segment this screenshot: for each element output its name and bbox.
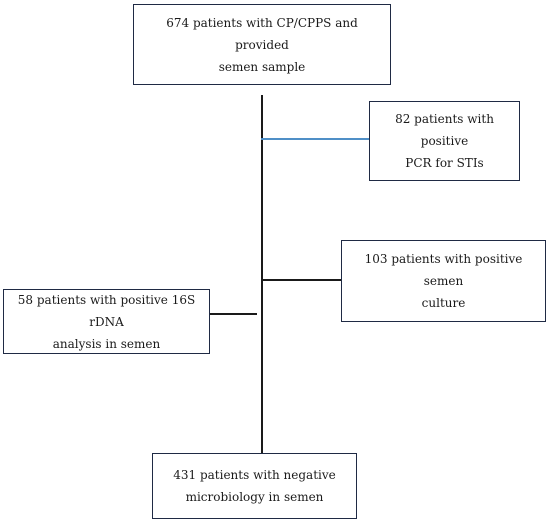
pcr-branch-connector: [261, 138, 370, 140]
total-patients-box: 674 patients with CP/CPPS and provided s…: [133, 4, 391, 85]
positive-pcr-label: 82 patients with positive PCR for STIs: [395, 112, 494, 170]
total-patients-label: 674 patients with CP/CPPS and provided s…: [166, 15, 358, 74]
positive-culture-label: 103 patients with positive semen culture: [364, 252, 523, 310]
main-vertical-connector: [261, 95, 263, 454]
positive-culture-box: 103 patients with positive semen culture: [341, 240, 546, 322]
culture-branch-connector: [261, 279, 342, 281]
negative-microbiology-label: 431 patients with negative microbiology …: [173, 468, 336, 504]
negative-microbiology-box: 431 patients with negative microbiology …: [152, 453, 357, 519]
positive-16s-rdna-label: 58 patients with positive 16S rDNA analy…: [17, 292, 196, 351]
positive-16s-rdna-box: 58 patients with positive 16S rDNA analy…: [3, 289, 210, 354]
rdna-branch-connector: [210, 313, 257, 315]
positive-pcr-box: 82 patients with positive PCR for STIs: [369, 101, 520, 181]
